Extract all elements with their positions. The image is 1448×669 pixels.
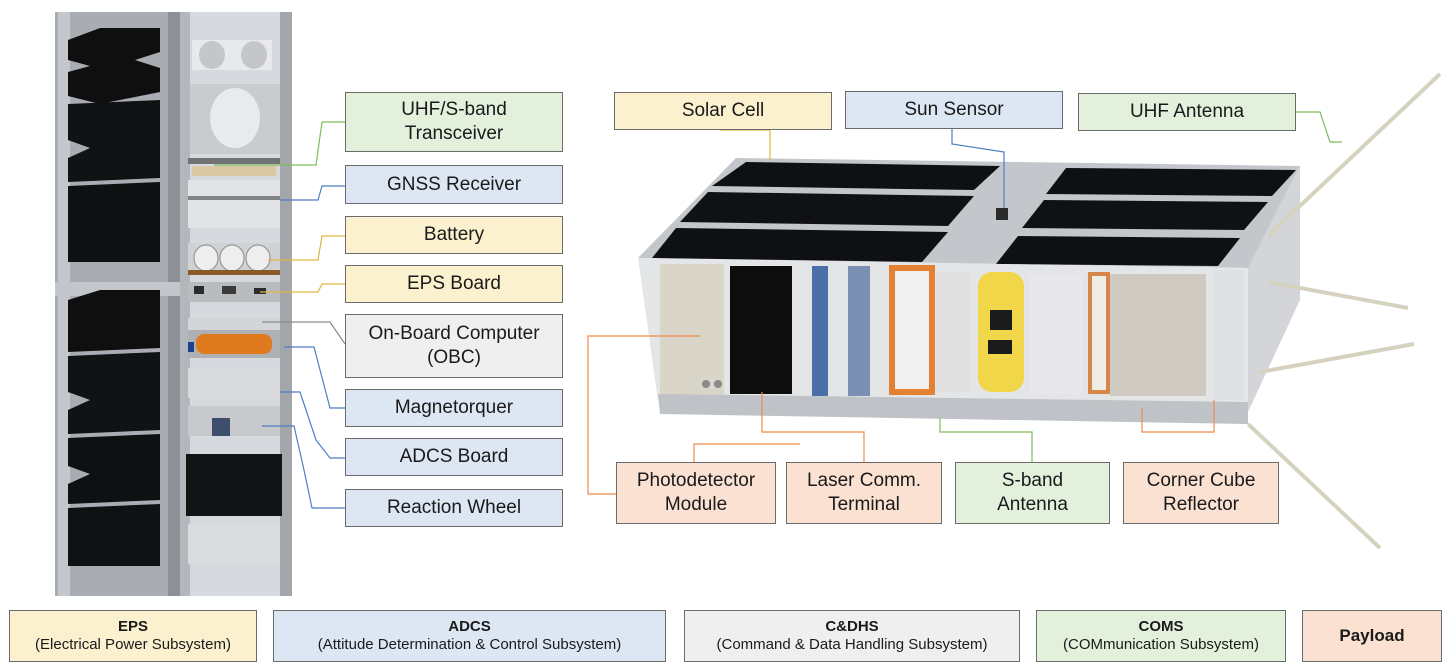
label-solar-cell: Solar Cell xyxy=(614,92,832,130)
legend-adcs: ADCS (Attitude Determination & Control S… xyxy=(273,610,666,662)
label-line: UHF/S-band xyxy=(401,99,507,120)
label-line: On-Board Computer xyxy=(368,323,540,344)
label-text: Sun Sensor xyxy=(904,99,1004,120)
label-line: Photodetector xyxy=(636,470,756,491)
label-sun-sensor: Sun Sensor xyxy=(845,91,1063,129)
label-battery: Battery xyxy=(345,216,563,254)
legend-title: ADCS xyxy=(448,618,491,635)
legend-subtitle: (Command & Data Handling Subsystem) xyxy=(716,636,988,653)
label-line: Terminal xyxy=(828,494,900,515)
label-line: Laser Comm. xyxy=(806,470,922,491)
label-text: ADCS Board xyxy=(399,446,509,467)
label-laser-comm-terminal: Laser Comm. Terminal xyxy=(786,462,942,524)
solar-panel-lower xyxy=(68,290,160,352)
label-text: UHF Antenna xyxy=(1129,101,1245,122)
label-text: Reaction Wheel xyxy=(386,497,522,518)
label-magnetorquer: Magnetorquer xyxy=(345,389,563,427)
legend-title: EPS xyxy=(117,618,148,635)
legend-title: COMS xyxy=(1138,618,1184,635)
label-text: Magnetorquer xyxy=(394,397,514,418)
label-uhf-sband-transceiver: UHF/S-band Transceiver xyxy=(345,92,563,152)
label-corner-cube-reflector: Corner Cube Reflector xyxy=(1123,462,1279,524)
label-line: (OBC) xyxy=(427,347,481,368)
label-line: Antenna xyxy=(997,494,1068,515)
label-uhf-antenna: UHF Antenna xyxy=(1078,93,1296,131)
legend-payload: Payload xyxy=(1302,610,1442,662)
legend-subtitle: (Attitude Determination & Control Subsys… xyxy=(317,636,622,653)
legend-subtitle: (Electrical Power Subsystem) xyxy=(35,636,231,653)
label-gnss-receiver: GNSS Receiver xyxy=(345,165,563,204)
legend-subtitle: (COMmunication Subsystem) xyxy=(1063,636,1259,653)
label-adcs-board: ADCS Board xyxy=(345,438,563,476)
label-line: Module xyxy=(664,494,728,515)
cubesat-isometric-view xyxy=(638,72,1442,550)
label-photodetector-module: Photodetector Module xyxy=(616,462,776,524)
label-line: S-band xyxy=(1001,470,1064,491)
label-line: Reflector xyxy=(1162,494,1240,515)
cubesat-side-view xyxy=(55,12,292,596)
label-obc: On-Board Computer (OBC) xyxy=(345,314,563,378)
legend-title: C&DHS xyxy=(825,618,879,635)
legend-cdhs: C&DHS (Command & Data Handling Subsystem… xyxy=(684,610,1020,662)
label-line: Transceiver xyxy=(404,123,504,144)
label-sband-antenna: S-band Antenna xyxy=(955,462,1110,524)
legend-coms: COMS (COMmunication Subsystem) xyxy=(1036,610,1286,662)
label-text: Battery xyxy=(423,224,485,245)
label-text: EPS Board xyxy=(407,273,501,294)
label-text: Solar Cell xyxy=(681,100,765,121)
solar-panel-upper xyxy=(68,28,160,104)
label-text: GNSS Receiver xyxy=(386,173,522,195)
legend-title: Payload xyxy=(1339,626,1405,645)
label-line: Corner Cube xyxy=(1146,470,1256,491)
legend-eps: EPS (Electrical Power Subsystem) xyxy=(9,610,257,662)
label-eps-board: EPS Board xyxy=(345,265,563,303)
label-reaction-wheel: Reaction Wheel xyxy=(345,489,563,527)
satellite-illustration xyxy=(55,12,1442,596)
